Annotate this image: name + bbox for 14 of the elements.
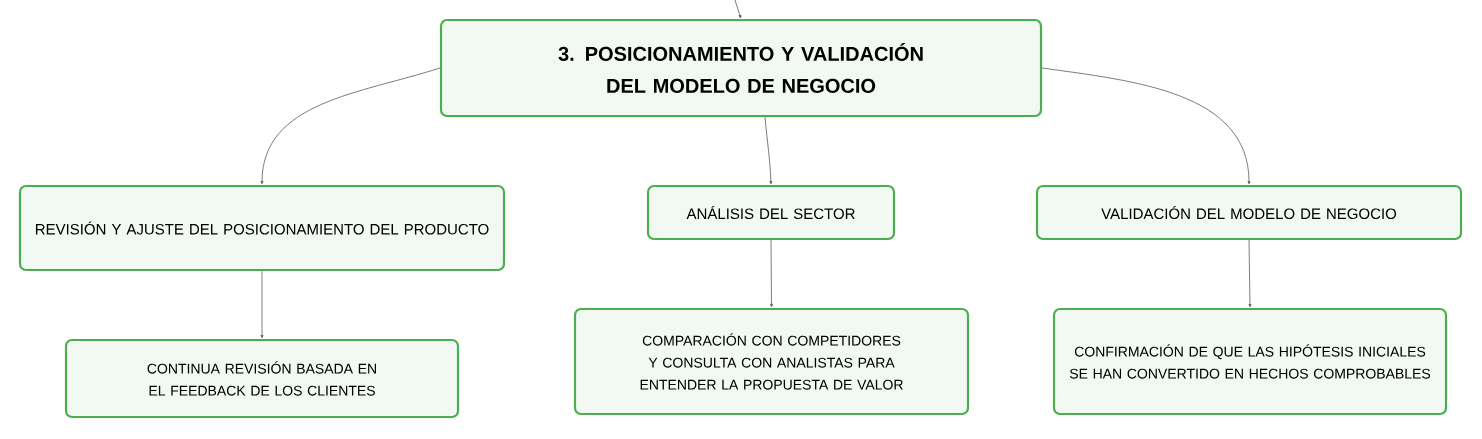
subtopic-box: VALIDACIÓN DEL MODELO DE NEGOCIO — [1035, 184, 1463, 241]
subtopic-box: CONTINUA REVISIÓN BASADA EN EL FEEDBACK DE LOS CLIENTES — [64, 338, 460, 419]
arrow — [260, 67, 441, 185]
arrow — [764, 116, 773, 185]
subtopic-box: ANÁLISIS DEL SECTOR — [646, 184, 896, 241]
topic-box: 3. POSICIONAMIENTO Y VALIDACIÓN DEL MODELO DE NEGOCIO — [439, 18, 1043, 118]
arrow — [260, 270, 264, 339]
arrow — [734, 0, 742, 19]
subtopic-box: COMPARACIÓN CON COMPETIDORES Y CONSULTA CON ANALISTAS PARA ENTENDER LA PROPUESTA DE VALOR — [573, 307, 970, 416]
arrow — [1248, 239, 1252, 308]
arrow — [770, 239, 773, 308]
subtopic-box: CONFIRMACIÓN DE QUE LAS HIPÓTESIS INICIALES SE HAN CONVERTIDO EN HECHOS COMPROBABLES — [1052, 307, 1448, 416]
subtopic-box: REVISIÓN Y AJUSTE DEL POSICIONAMIENTO DEL PRODUCTO — [18, 184, 506, 272]
arrow — [1041, 67, 1251, 185]
